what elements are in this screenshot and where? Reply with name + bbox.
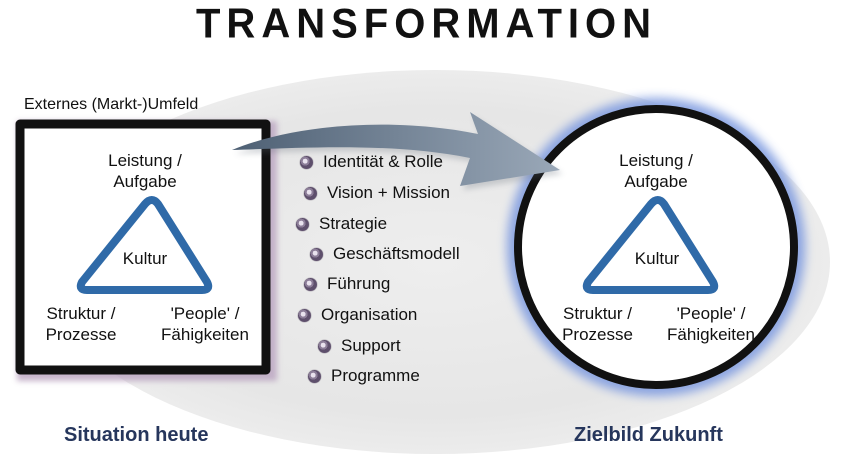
left-bottom-left-line1: Struktur / (46, 304, 116, 323)
right-bottom-left-line1: Struktur / (563, 304, 632, 323)
spiral-bullet-icon (298, 308, 311, 322)
item-label: Geschäftsmodell (333, 244, 460, 263)
item-label: Führung (327, 274, 391, 293)
right-center-label: Kultur (634, 249, 680, 268)
left-top-label-line2: Aufgabe (113, 172, 177, 191)
transformation-arrow (232, 112, 560, 186)
item-label: Programme (331, 366, 420, 385)
item-label: Identität & Rolle (323, 152, 444, 171)
spiral-bullet-icon (310, 247, 323, 261)
right-top-label: Leistung / Aufgabe (606, 150, 706, 192)
right-bottom-left-line2: Prozesse (562, 325, 633, 344)
right-bottom-right-line1: 'People' / (676, 304, 746, 323)
environment-label: Externes (Markt-)Umfeld (24, 96, 199, 113)
spiral-bullet-icon (308, 369, 321, 383)
item-label: Support (341, 336, 401, 355)
left-bottom-left-label: Struktur / Prozesse (36, 303, 126, 345)
left-center-label: Kultur (122, 249, 168, 268)
spiral-bullet-icon (304, 186, 317, 200)
left-bottom-left-line2: Prozesse (45, 325, 117, 344)
spiral-bullet-icon (300, 155, 313, 169)
right-triangle (582, 196, 719, 294)
diagram-title: TRANSFORMATION (196, 0, 657, 48)
transformation-item: Vision + Mission (304, 183, 450, 203)
right-top-label-line2: Aufgabe (624, 172, 688, 191)
left-bottom-right-line1: 'People' / (170, 304, 240, 323)
right-caption: Zielbild Zukunft (574, 424, 723, 446)
left-top-label: Leistung / Aufgabe (95, 150, 195, 192)
transformation-item: Geschäftsmodell (310, 244, 460, 264)
spiral-bullet-icon (304, 277, 317, 291)
transformation-item: Identität & Rolle (300, 152, 443, 172)
left-bottom-right-label: 'People' / Fähigkeiten (150, 303, 260, 345)
spiral-bullet-icon (296, 217, 309, 231)
transformation-item: Support (318, 336, 401, 356)
right-bottom-left-label: Struktur / Prozesse (550, 303, 645, 345)
left-bottom-right-line2: Fähigkeiten (161, 325, 249, 344)
left-triangle (76, 196, 213, 294)
right-bottom-right-label: 'People' / Fähigkeiten (656, 303, 766, 345)
transformation-item: Programme (308, 366, 420, 386)
transformation-item: Führung (304, 274, 390, 294)
right-bottom-right-line2: Fähigkeiten (667, 325, 755, 344)
transformation-item: Strategie (296, 214, 387, 234)
item-label: Vision + Mission (327, 183, 450, 202)
left-caption: Situation heute (64, 424, 209, 446)
left-top-label-line1: Leistung / (108, 151, 182, 170)
transformation-item: Organisation (298, 305, 417, 325)
item-label: Organisation (321, 305, 418, 324)
spiral-bullet-icon (318, 339, 331, 353)
item-label: Strategie (319, 214, 388, 233)
right-top-label-line1: Leistung / (619, 151, 693, 170)
